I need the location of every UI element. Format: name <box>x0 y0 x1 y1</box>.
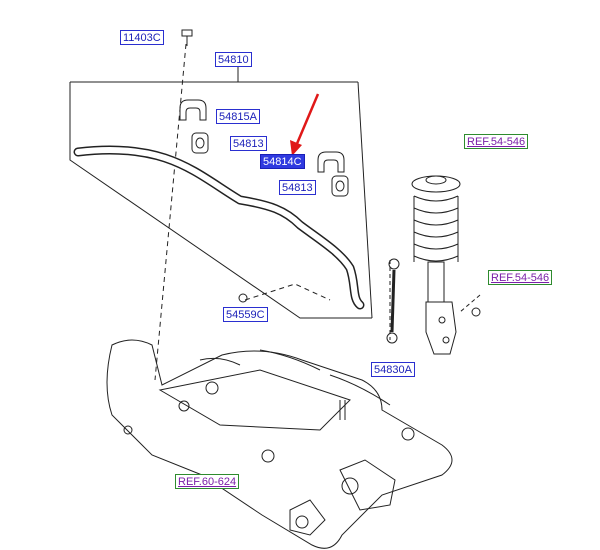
label-nut-54559c[interactable]: 54559C <box>223 307 268 322</box>
nut-icon <box>238 293 248 303</box>
ref-subframe[interactable]: REF.60-624 <box>175 474 240 489</box>
bolt-icon <box>181 29 193 46</box>
subframe-icon <box>106 339 453 549</box>
label-bushing-54813-left[interactable]: 54813 <box>230 136 267 151</box>
label-bracket-54814c-selected[interactable]: 54814C <box>260 154 305 169</box>
bushing-left-icon <box>191 132 209 154</box>
stabilizer-bar <box>73 145 365 310</box>
bracket-right-icon <box>317 151 345 173</box>
label-link-54830a[interactable]: 54830A <box>371 362 415 377</box>
assembly-boundary <box>69 82 372 319</box>
assembly-boundary-right <box>357 81 373 319</box>
ref-strut-top[interactable]: REF.54-546 <box>464 134 529 149</box>
bolt-leader <box>154 43 187 381</box>
label-bushing-bracket-54815a[interactable]: 54815A <box>216 109 260 124</box>
bushing-bracket-left-icon <box>179 99 207 121</box>
label-assembly-54810[interactable]: 54810 <box>215 52 252 67</box>
ref-strut-side[interactable]: REF.54-546 <box>488 270 553 285</box>
label-bushing-54813-right[interactable]: 54813 <box>279 180 316 195</box>
strut-spring-icon <box>411 175 481 355</box>
pointer-arrow-icon <box>290 93 320 156</box>
label-bolt-11403c[interactable]: 11403C <box>120 30 164 45</box>
stabilizer-link-icon <box>386 258 400 344</box>
bushing-right-icon <box>331 175 349 197</box>
